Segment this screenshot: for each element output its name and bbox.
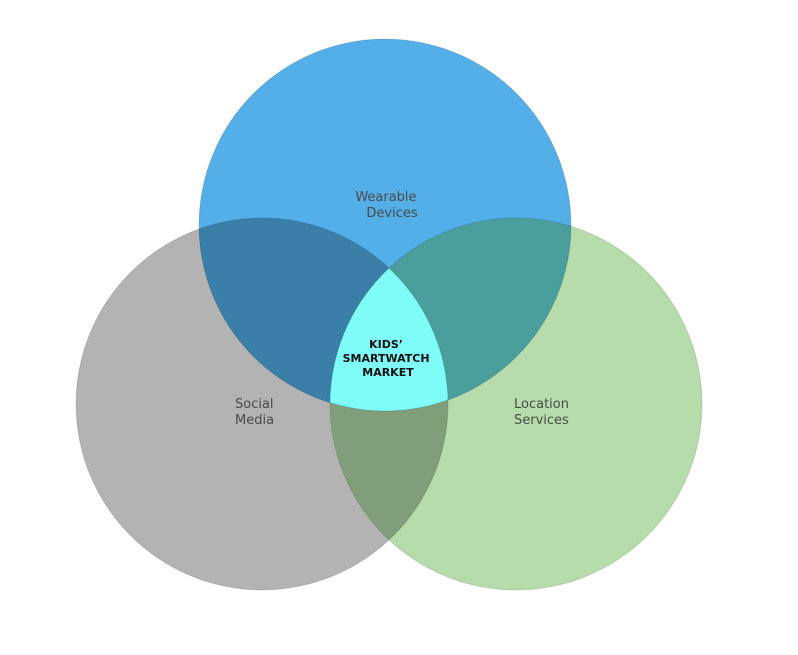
label-location-services: Location Services [514, 397, 573, 428]
label-kids-smartwatch-market: KIDS’ SMARTWATCH MARKET [343, 338, 434, 379]
outline-wearable-devices [198, 38, 572, 412]
label-social-media: Social Media [235, 397, 278, 428]
outline-social-media [75, 217, 449, 591]
outline-location-services [329, 217, 703, 591]
region-all-three [330, 218, 448, 411]
label-wearable-devices: Wearable Devices [355, 190, 420, 221]
